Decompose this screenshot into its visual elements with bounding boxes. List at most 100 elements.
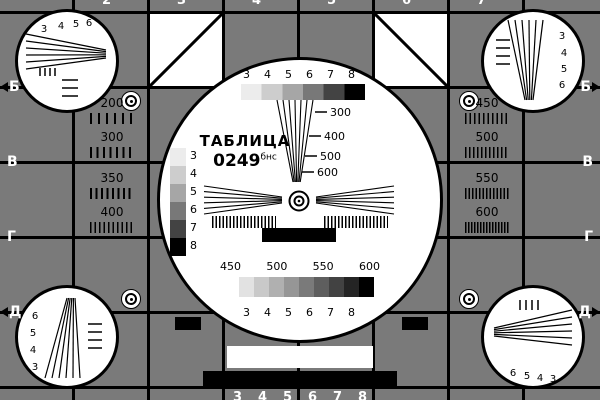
card-title: ТАБЛИЦА [199,132,291,150]
corner-circle-top-right: 3 4 5 6 [481,9,585,113]
frequency-burst [90,188,134,199]
diagonal-cell-right [373,12,449,88]
scale-digit: 8 [190,239,197,252]
convergence-target [121,289,141,309]
horizontal-wedge-left [203,185,283,215]
fan-digit: 4 [58,21,64,32]
edge-arrow-icon [0,82,8,92]
scale-digit: 5 [190,185,197,198]
grid-line-horizontal [0,11,600,14]
row-letter-right: Б [580,79,591,95]
grid-column-digit: 3 [233,390,243,400]
corner-circle-bottom-right: 6 5 4 3 [481,285,585,389]
scale-digit: 7 [190,221,197,234]
row-letter-left: Г [7,229,16,245]
corner-resolution-fan [25,33,107,70]
row-letter-left: В [7,154,18,170]
fan-digit: 3 [559,31,565,42]
fine-line-burst [324,216,388,228]
grayscale-top-digits: 3 4 5 6 7 8 [236,68,362,81]
frequency-label: 300 [100,130,124,144]
scale-digit: 5 [285,306,292,319]
grid-column-digit: 4 [252,0,262,8]
fan-digit: 4 [537,373,543,384]
burst-frequency-labels: 450 500 550 600 [220,260,380,273]
grid-column-digit: 7 [477,0,487,8]
fan-frequency-label: 500 [320,150,341,163]
frequency-label: 400 [100,205,124,219]
black-reference-bar-center [262,228,336,242]
card-code-number: 0249 [213,151,261,171]
scale-digit: 6 [306,68,313,81]
frequency-burst [90,222,134,233]
scale-digit: 4 [190,167,197,180]
grayscale-gradient-bar [224,277,374,297]
grid-column-digit: 2 [102,0,112,8]
grayscale-step-bar-left [170,148,186,256]
edge-arrow-icon [0,307,8,317]
scale-digit: 8 [348,306,355,319]
grid-column-digit: 6 [308,390,318,400]
target-dot [129,297,133,301]
grid-line-vertical [522,0,525,400]
frequency-label: 450 [220,260,241,273]
grid-column-digit: 7 [333,390,343,400]
diagonal-cell-left [148,12,224,88]
central-test-circle: 3 4 5 6 7 8 [157,57,443,343]
edge-arrow-icon [592,307,600,317]
grid-column-digit: 6 [402,0,412,8]
target-dot [129,99,133,103]
frequency-label: 450 [475,96,499,110]
frequency-label: 550 [312,260,334,273]
white-reference-bar [227,346,373,368]
grid-line-vertical [147,0,150,400]
grid-line-vertical [447,0,450,400]
fine-line-burst [212,216,276,228]
corner-circle-bottom-left: 6 5 4 3 [15,285,119,389]
corner-reference-ticks [39,68,78,97]
corner-resolution-fan [507,19,544,101]
grid-column-digit: 4 [258,390,268,400]
frequency-label: 200 [100,96,124,110]
fan-label-ticks [302,111,327,173]
frequency-burst [90,147,134,158]
fan-digit: 4 [561,48,567,59]
scale-digit: 7 [327,68,334,81]
corner-resolution-fan [44,297,81,379]
corner-resolution-fan [493,309,573,346]
frequency-burst [465,113,509,124]
frequency-burst [465,222,509,233]
fan-frequency-label: 600 [317,166,338,179]
fan-digit: 3 [550,374,556,385]
grid-line-horizontal [0,386,600,389]
corner-reference-ticks [519,300,539,310]
row-letter-left: Д [9,304,22,320]
diagonal-line [148,12,224,88]
frequency-burst [465,147,509,158]
vertical-resolution-fan [276,99,314,183]
grayscale-step-bar-top [241,84,365,100]
fan-digit: 6 [510,368,516,379]
horizontal-wedge-right [315,185,395,215]
convergence-target [459,289,479,309]
row-letter-right: В [582,154,593,170]
fan-digit: 5 [561,64,567,75]
fan-frequency-label: 400 [324,130,345,143]
frequency-label: 600 [358,260,380,273]
grayscale-bottom-digits: 3 4 5 6 7 8 [236,306,362,319]
convergence-target [121,91,141,111]
corner-reference-ticks [88,323,102,349]
scale-digit: 3 [190,149,197,162]
fan-digit: 5 [524,371,530,382]
frequency-label: 500 [475,130,499,144]
black-reference-bar [203,371,397,387]
grid-column-digit: 8 [358,390,368,400]
fan-digit: 3 [32,362,38,373]
fan-digit: 5 [30,328,36,339]
fan-digit: 6 [86,18,92,29]
edge-arrow-icon [592,82,600,92]
black-reference-square [175,317,201,330]
frequency-label: 600 [475,205,499,219]
grid-line-vertical [72,0,75,400]
